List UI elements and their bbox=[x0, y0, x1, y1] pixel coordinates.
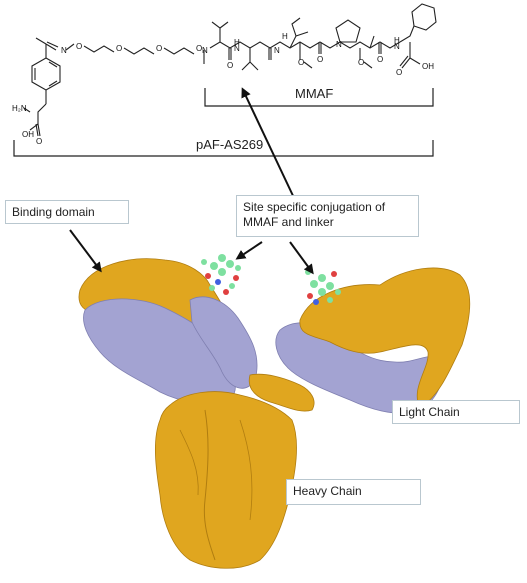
atom-n-pyrrolidine: N bbox=[336, 40, 342, 49]
atom-o-methoxy-1: O bbox=[298, 58, 305, 67]
atom-o-acid-2: O bbox=[36, 137, 43, 146]
atom-o-ether-3: O bbox=[196, 44, 203, 53]
arrow-to-right-payload bbox=[289, 241, 314, 275]
atom-o-carbonyl-2: O bbox=[317, 55, 324, 64]
mmaf-label: MMAF bbox=[295, 86, 334, 101]
atom-o-carbonyl-1: O bbox=[227, 61, 234, 70]
atom-h-amide-3: H bbox=[394, 36, 400, 45]
heavy-chain-text: Heavy Chain bbox=[293, 484, 362, 498]
atom-o-acid-1: O bbox=[396, 68, 403, 77]
atom-o-oxime: O bbox=[76, 42, 83, 51]
atom-n-oxime: N bbox=[61, 46, 67, 55]
payload-right bbox=[305, 269, 341, 305]
arrows bbox=[69, 87, 314, 275]
pAF-AS269-label: pAF-AS269 bbox=[196, 137, 264, 152]
arrow-to-mmaf-structure bbox=[241, 87, 296, 201]
atom-o-carbonyl-3: O bbox=[377, 55, 384, 64]
payload-left bbox=[201, 254, 241, 295]
pAF-AS269-bracket bbox=[13, 140, 434, 157]
fc-heavy-chain bbox=[154, 391, 297, 569]
hinge-region bbox=[248, 373, 315, 412]
pAF-benzene-ring bbox=[31, 57, 61, 91]
atom-o-methoxy-2: O bbox=[358, 58, 365, 67]
atom-o-ether-2: O bbox=[156, 44, 163, 53]
light-chain-text: Light Chain bbox=[399, 405, 460, 419]
atom-h2n: H₂N bbox=[12, 104, 27, 113]
conjugation-text-line1: Site specific conjugation of bbox=[243, 200, 386, 214]
atom-n-amide-2: N bbox=[274, 46, 280, 55]
mmaf-bracket bbox=[204, 88, 434, 107]
binding-domain-text: Binding domain bbox=[12, 205, 95, 219]
phenylalanine-ring bbox=[411, 3, 437, 31]
antibody-surface bbox=[78, 258, 471, 569]
site-specific-conjugation-label: Site specific conjugation of MMAF and li… bbox=[236, 195, 419, 237]
binding-domain-label: Binding domain bbox=[5, 200, 129, 224]
atom-n-methyl: N bbox=[202, 46, 208, 55]
atom-oh-2: OH bbox=[22, 130, 34, 139]
arrow-to-left-payload bbox=[235, 241, 263, 260]
light-chain-label: Light Chain bbox=[392, 400, 520, 424]
atom-h-stereo: H bbox=[282, 32, 288, 41]
arrow-binding-domain bbox=[69, 229, 102, 273]
pyrrolidine-ring bbox=[335, 19, 361, 43]
heavy-chain-label: Heavy Chain bbox=[286, 479, 421, 505]
atom-o-ether-1: O bbox=[116, 44, 123, 53]
chemical-structure bbox=[23, 3, 437, 137]
atom-h-amide-1: H bbox=[234, 38, 240, 47]
atom-n-amide-1: N bbox=[234, 44, 240, 53]
atom-n-amide-3: N bbox=[394, 42, 400, 51]
conjugation-text-line2: MMAF and linker bbox=[243, 215, 334, 229]
atom-oh-1: OH bbox=[422, 62, 434, 71]
